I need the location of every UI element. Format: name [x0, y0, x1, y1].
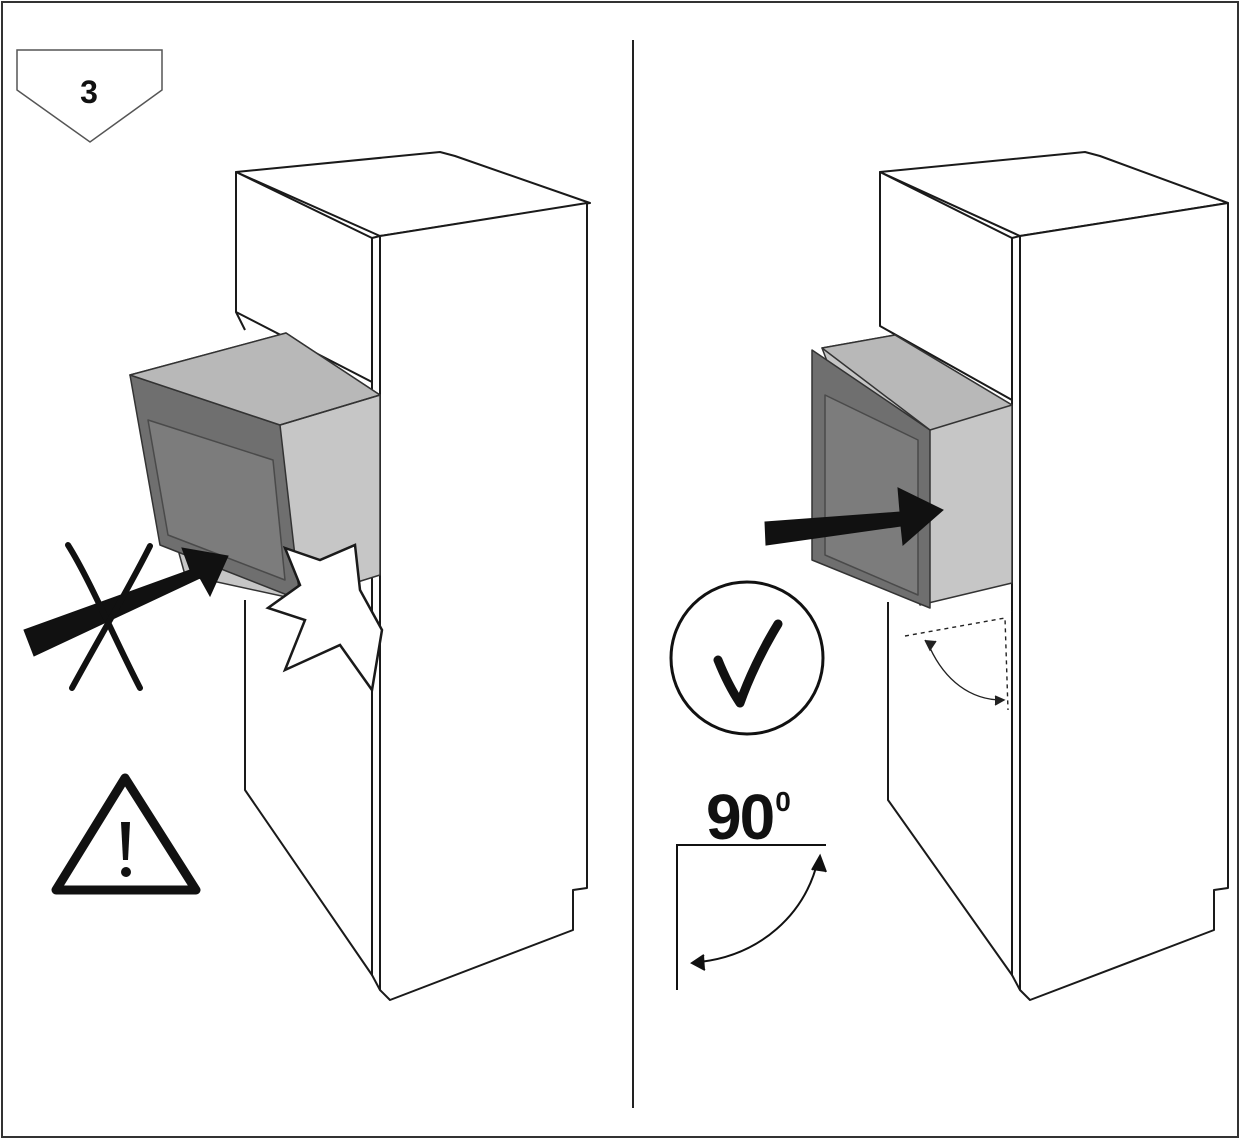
left-cabinet [235, 151, 591, 1001]
push-arrow-wrong [23, 547, 229, 657]
checkmark-circle-icon [669, 580, 825, 736]
angle-diagram [676, 844, 827, 990]
impact-star-icon [265, 543, 384, 694]
angle-unit: 0 [775, 786, 791, 817]
left-oven [129, 332, 381, 601]
warning-triangle-icon [51, 773, 201, 895]
step-badge [16, 49, 163, 143]
angle-label: 900 [706, 780, 791, 854]
right-oven [811, 334, 1013, 609]
angle-value: 90 [706, 781, 775, 853]
right-cabinet [879, 151, 1229, 1001]
step-number: 3 [80, 74, 98, 110]
push-arrow-correct [764, 487, 944, 547]
cross-icon [65, 542, 153, 691]
right-angle-indicator [904, 617, 1009, 711]
